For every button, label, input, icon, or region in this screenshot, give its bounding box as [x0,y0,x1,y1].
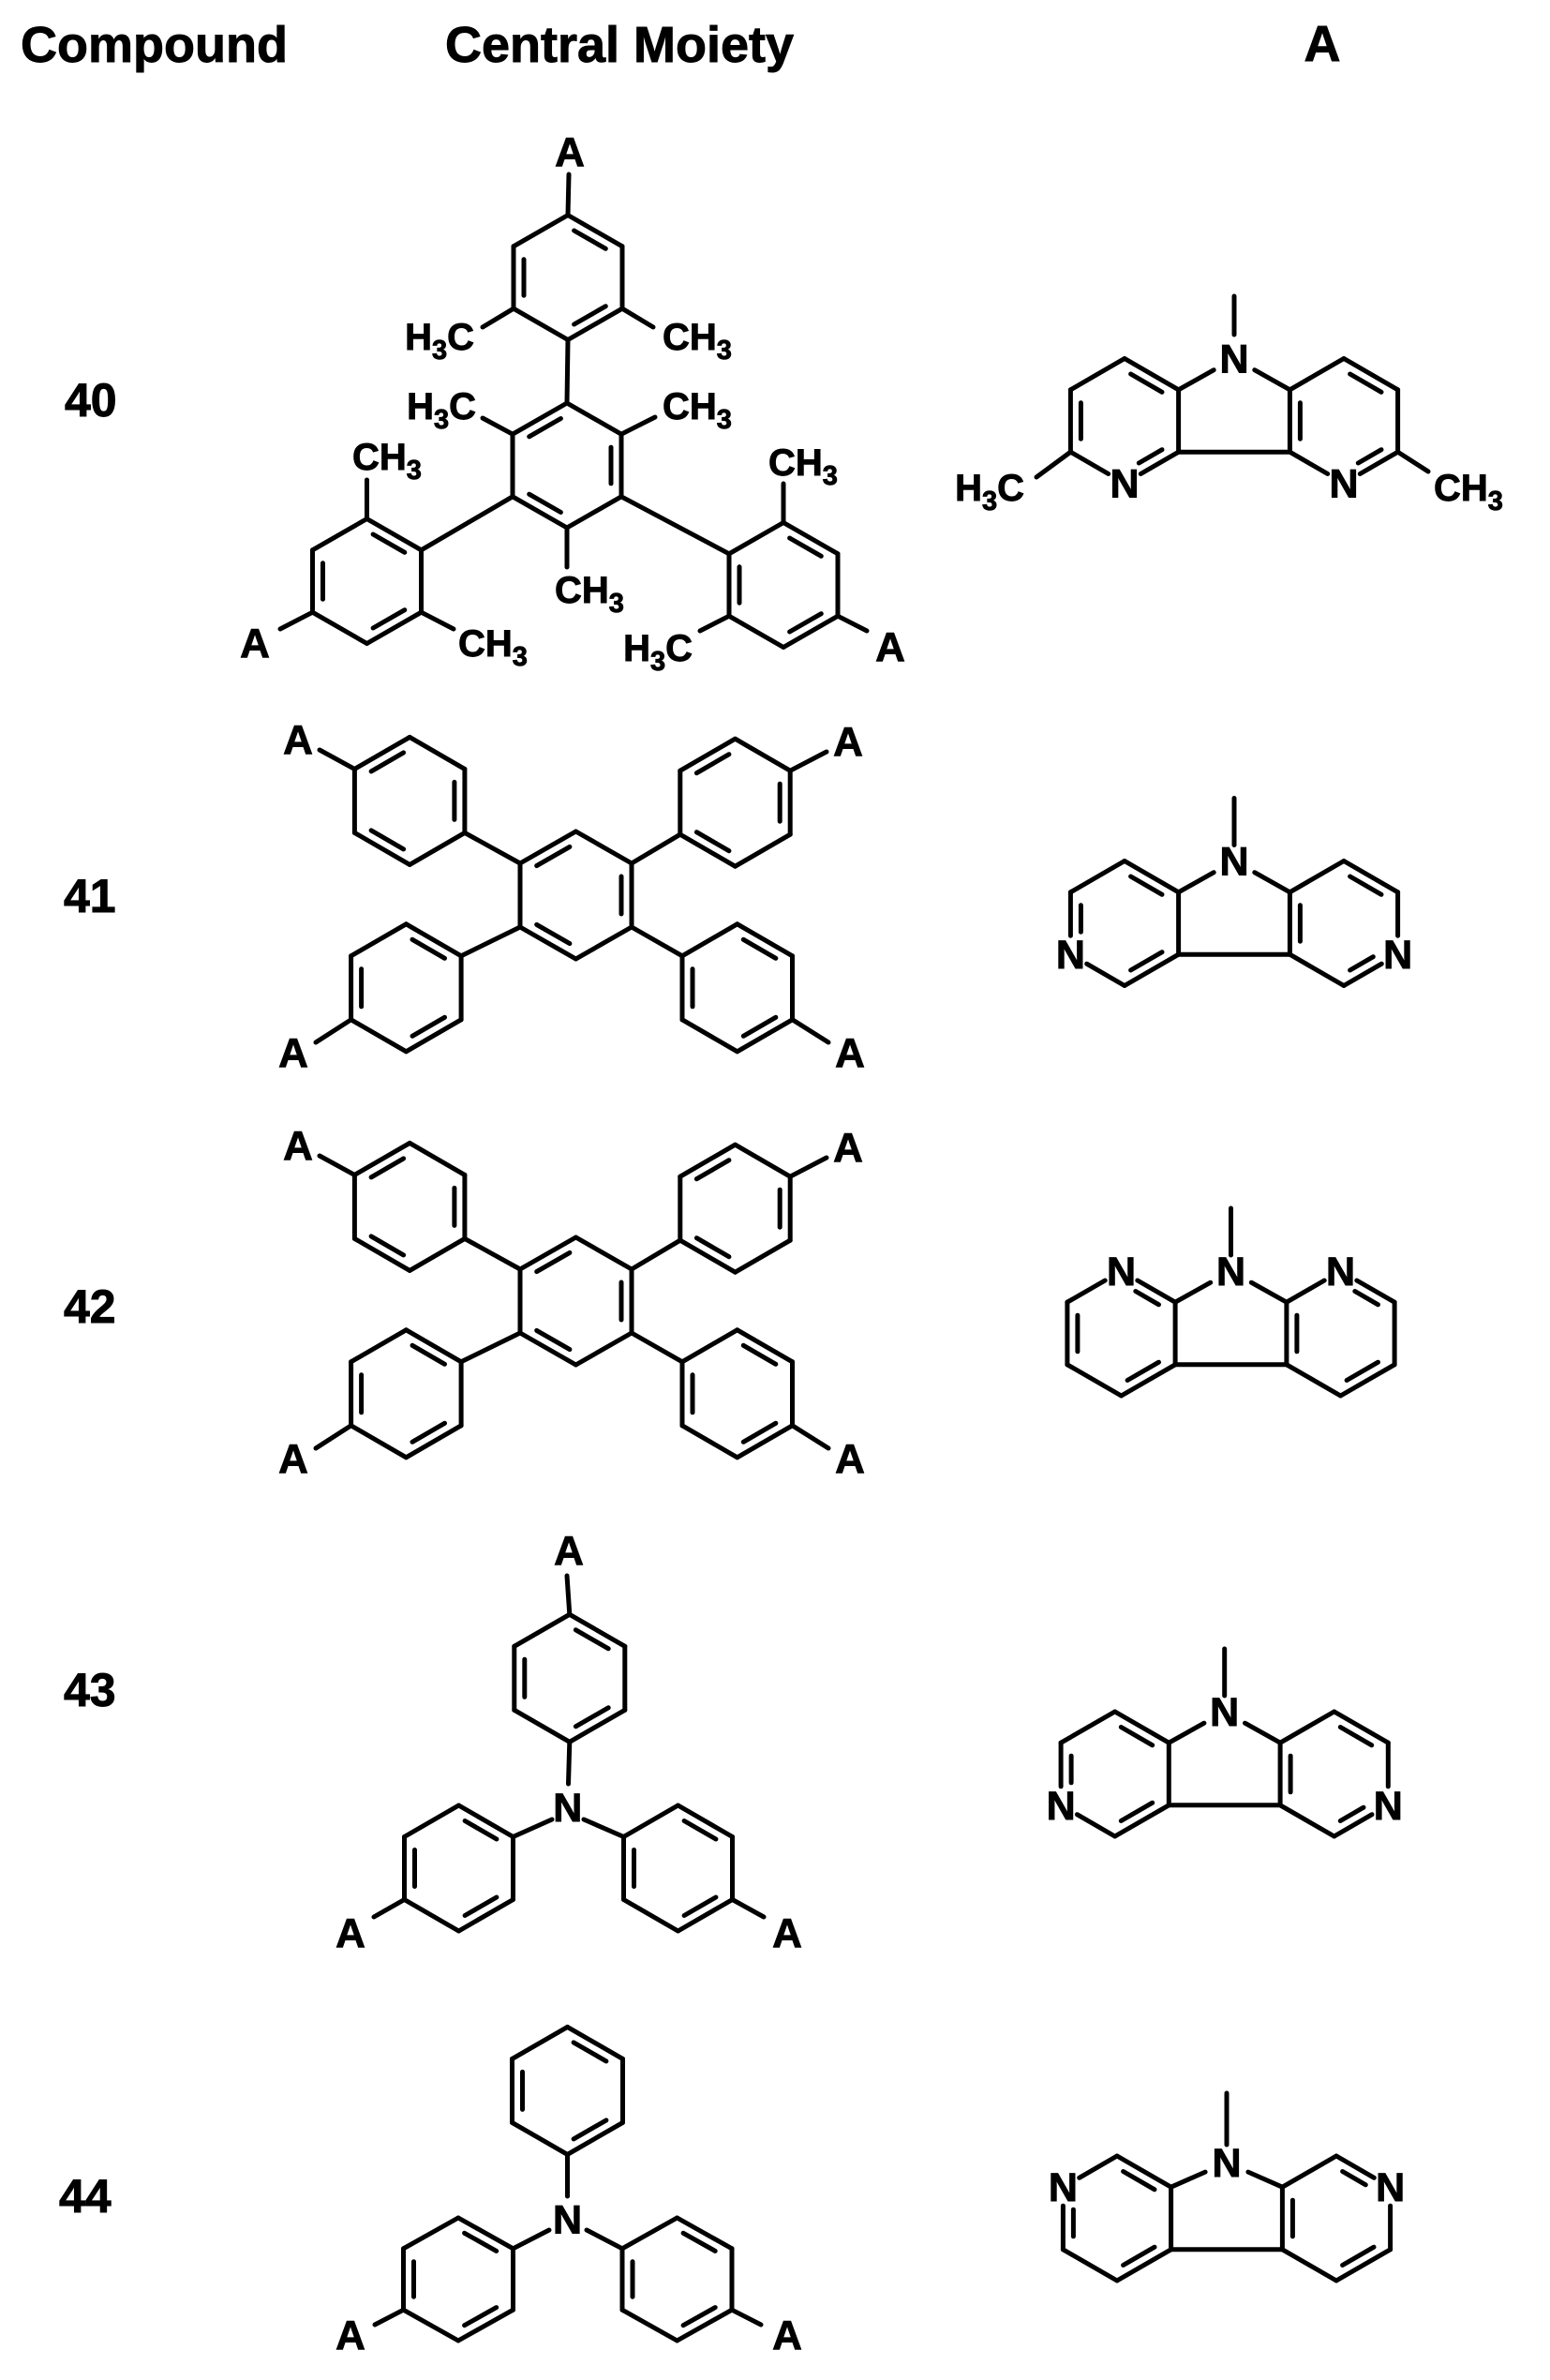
svg-text:N: N [1056,933,1085,978]
svg-text:A: A [278,1030,308,1076]
svg-text:A: A [833,1125,863,1171]
svg-text:40: 40 [65,374,117,427]
svg-text:A: A [875,624,905,670]
svg-text:H3C: H3C [623,628,693,677]
svg-text:N: N [1219,840,1248,885]
svg-text:N: N [1374,1784,1403,1829]
svg-text:Central Moiety: Central Moiety [445,17,794,73]
svg-text:N: N [1107,1250,1136,1295]
svg-text:N: N [1326,1250,1355,1295]
svg-text:N: N [1329,462,1358,507]
svg-text:44: 44 [59,2170,112,2223]
svg-text:43: 43 [64,1664,116,1716]
svg-text:A: A [554,1528,584,1574]
svg-text:A: A [555,129,585,175]
svg-text:N: N [1219,337,1248,382]
svg-text:42: 42 [64,1280,116,1333]
svg-text:N: N [1049,2165,1078,2210]
svg-text:N: N [1110,462,1139,507]
svg-text:N: N [553,2198,582,2243]
svg-text:A: A [240,621,270,666]
svg-text:A: A [1304,16,1341,72]
svg-text:A: A [278,1436,308,1482]
svg-text:CH3: CH3 [352,437,422,486]
svg-text:N: N [553,1786,582,1831]
svg-text:Compound: Compound [21,17,288,73]
svg-text:A: A [335,1910,365,1956]
svg-text:N: N [1383,933,1412,978]
svg-text:N: N [1376,2165,1405,2210]
svg-text:A: A [283,1123,313,1169]
svg-text:N: N [1212,2141,1241,2186]
svg-text:A: A [772,1910,802,1956]
svg-text:A: A [835,1436,865,1482]
svg-text:A: A [835,1030,865,1076]
svg-text:N: N [1047,1784,1076,1829]
svg-text:A: A [833,719,863,765]
svg-text:A: A [335,2313,365,2358]
svg-text:A: A [772,2313,802,2358]
svg-text:A: A [283,717,313,763]
svg-text:41: 41 [64,870,116,922]
